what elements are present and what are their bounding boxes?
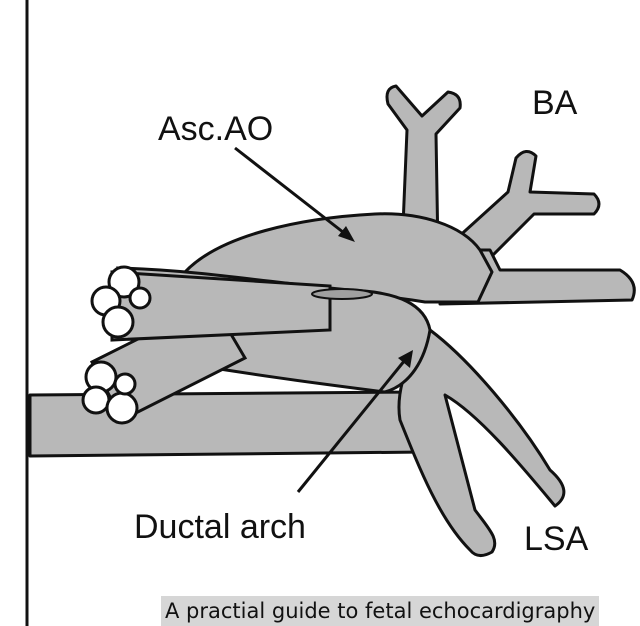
upper-tube-end <box>90 265 152 339</box>
source-caption: A practial guide to fetal echocardigraph… <box>161 596 600 626</box>
ductal-arch-label: Ductal arch <box>134 508 306 546</box>
lower-tube-end <box>81 360 139 425</box>
lsa-label: LSA <box>524 520 589 558</box>
asc-ao-pointer-arrow <box>234 146 355 242</box>
ductal-arch-pointer-arrow <box>296 350 413 493</box>
ba-label: BA <box>532 84 578 122</box>
isthmus-ellipse <box>311 288 373 300</box>
brachiocephalic-branch <box>385 84 462 254</box>
asc-ao-label: Asc.AO <box>158 110 273 148</box>
right-branch-upper <box>453 150 601 264</box>
lsa-branch <box>397 328 566 557</box>
